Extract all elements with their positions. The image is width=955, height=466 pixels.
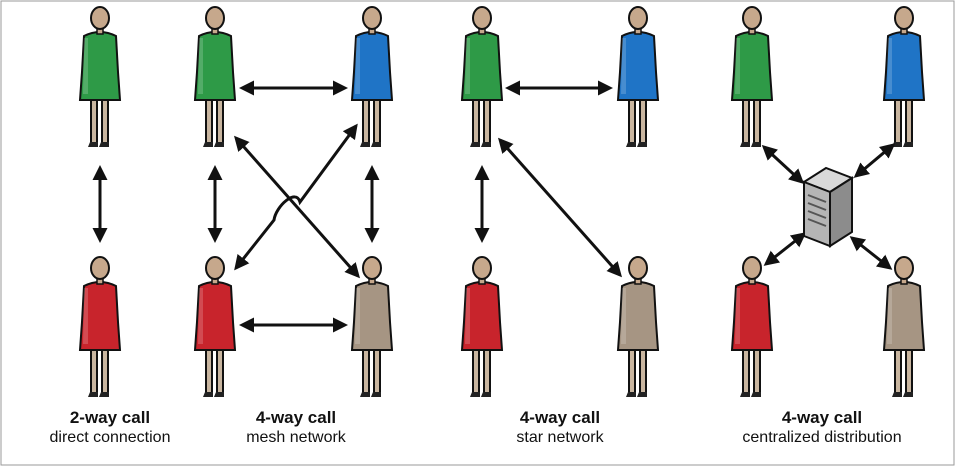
person-blue (882, 6, 926, 147)
person-taupe (350, 256, 394, 397)
caption-subtitle: mesh network (246, 429, 346, 446)
person-taupe (616, 256, 660, 397)
caption-title: 4-way call (255, 408, 337, 427)
person-taupe (882, 256, 926, 397)
caption-4way-centralized: 4-way call centralized distribution (712, 408, 932, 448)
person-red (78, 256, 122, 397)
connection-arrow (853, 143, 896, 178)
server-icon (801, 166, 855, 248)
person-green (730, 6, 774, 147)
person-red (193, 256, 237, 397)
person-red (460, 256, 504, 397)
connection-arrow (498, 137, 622, 278)
person-green (193, 6, 237, 147)
person-blue (350, 6, 394, 147)
connection-arrow (761, 144, 805, 185)
caption-subtitle: direct connection (49, 429, 171, 446)
caption-4way-star: 4-way call star network (450, 408, 670, 448)
person-green (460, 6, 504, 147)
connection-arrow (234, 123, 358, 271)
caption-2way-direct: 2-way call direct connection (0, 408, 220, 448)
caption-subtitle: centralized distribution (742, 429, 902, 446)
connection-arrow (849, 236, 893, 270)
caption-title: 4-way call (781, 408, 863, 427)
caption-title: 4-way call (519, 408, 601, 427)
person-red (730, 256, 774, 397)
caption-subtitle: star network (516, 429, 604, 446)
caption-4way-mesh: 4-way call mesh network (186, 408, 406, 448)
connection-arrow (763, 232, 807, 266)
person-blue (616, 6, 660, 147)
caption-title: 2-way call (69, 408, 151, 427)
person-green (78, 6, 122, 147)
